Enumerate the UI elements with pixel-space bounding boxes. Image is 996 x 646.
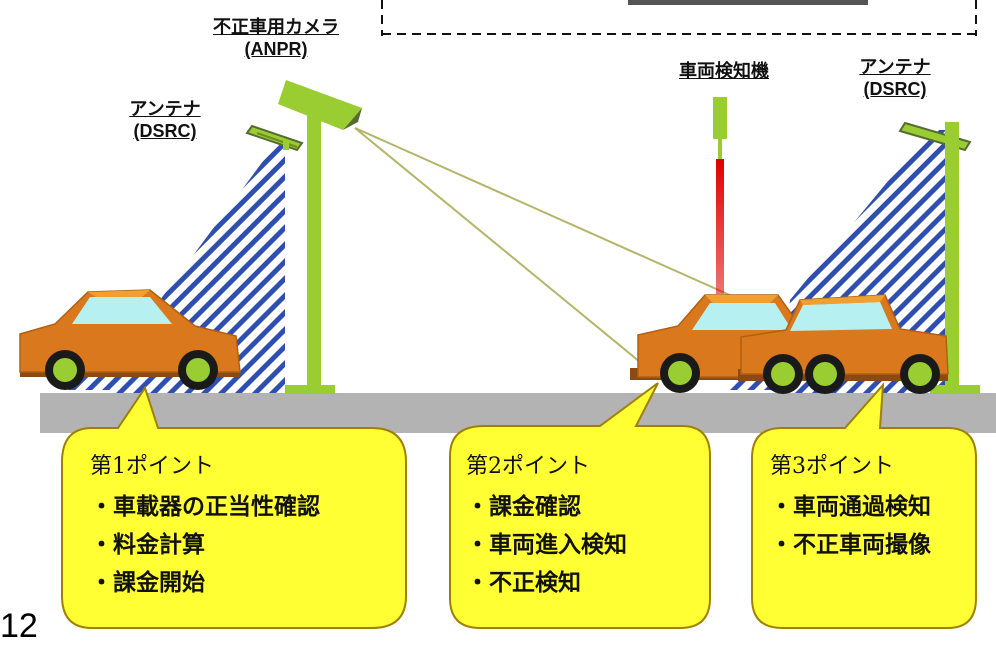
vehicle-detector-label-text: 車両検知機: [679, 61, 769, 81]
point-1-item: ・料金計算: [90, 532, 205, 558]
point-2-text: 第2ポイント ・課金確認 ・車両進入検知 ・不正検知: [466, 452, 627, 602]
point-3-title: 第3ポイント: [770, 454, 894, 479]
vehicle-detector-icon: [713, 97, 727, 294]
right-car: [738, 294, 949, 394]
point-2-bubble: [449, 382, 711, 629]
anpr-camera-label-line2: (ANPR): [244, 39, 308, 59]
point-3-item: ・車両通過検知: [770, 494, 931, 520]
point-3-item: ・不正車両撮像: [770, 532, 931, 558]
point-2-title: 第2ポイント: [466, 454, 590, 479]
right-antenna-label: アンテナ (DSRC): [840, 56, 950, 100]
point-2-item: ・不正検知: [466, 570, 581, 596]
point-3-text: 第3ポイント ・車両通過検知 ・不正車両撮像: [770, 452, 931, 564]
left-antenna-label-line1: アンテナ: [129, 99, 201, 119]
left-antenna-icon: [245, 124, 304, 152]
top-dashed-frame: [381, 0, 977, 36]
point-3-bubble: [751, 382, 977, 629]
right-antenna-label-line2: (DSRC): [863, 79, 927, 99]
point-1-item: ・課金開始: [90, 570, 205, 596]
point-1-item: ・車載器の正当性確認: [90, 494, 320, 520]
point-2-item: ・車両進入検知: [466, 532, 627, 558]
point-2-item: ・課金確認: [466, 494, 581, 520]
vehicle-detector-label: 車両検知機: [664, 60, 784, 82]
right-antenna-label-line1: アンテナ: [859, 57, 931, 77]
left-antenna-label-line2: (DSRC): [133, 121, 197, 141]
right-antenna-pole: [898, 121, 980, 394]
toll-gate-diagram: [19, 0, 996, 629]
anpr-camera-label-line1: 不正車用カメラ: [213, 17, 339, 37]
left-antenna-label: アンテナ (DSRC): [110, 98, 220, 142]
anpr-camera-label: 不正車用カメラ (ANPR): [196, 16, 356, 60]
left-car: [19, 289, 241, 390]
page-number: 12: [0, 607, 38, 645]
point-1-text: 第1ポイント ・車載器の正当性確認 ・料金計算 ・課金開始: [90, 452, 320, 602]
point-1-title: 第1ポイント: [90, 454, 214, 479]
anpr-camera-pole: [278, 80, 362, 394]
camera-view-lines: [354, 127, 733, 363]
point-1-bubble: [61, 385, 407, 629]
